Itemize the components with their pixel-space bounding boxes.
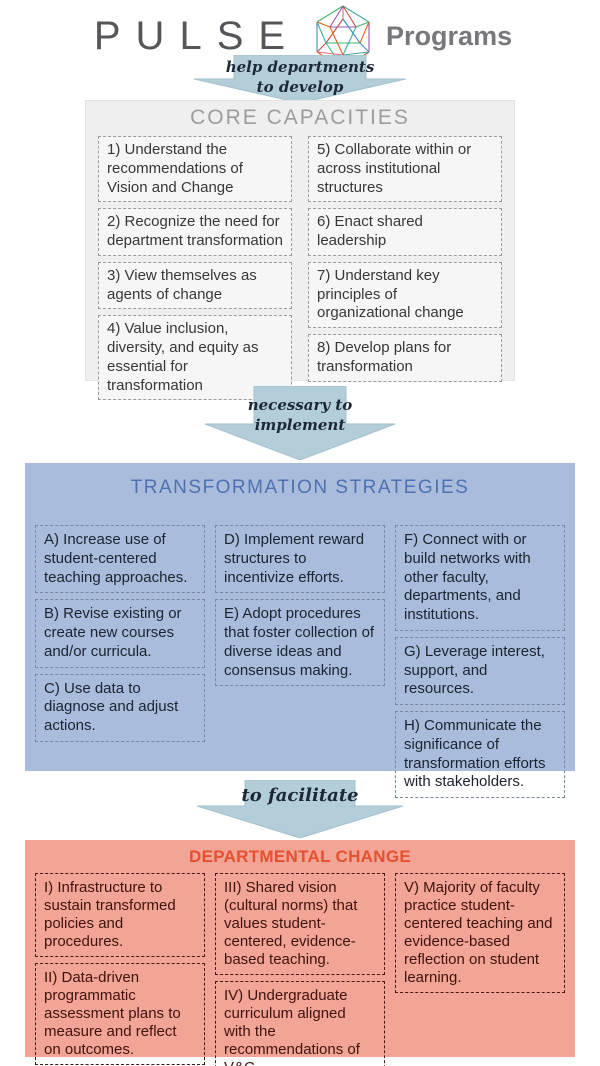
arrow-help-departments: help departments to develop — [194, 55, 406, 103]
down-block-arrow-icon — [205, 386, 395, 460]
strategy-item-e: E) Adopt procedures that foster collecti… — [215, 599, 385, 687]
change-item-ii: II) Data-driven programmatic assessment … — [35, 963, 205, 1065]
change-column-2: III) Shared vision (cultural norms) that… — [215, 873, 385, 1066]
transformation-strategies-title: TRANSFORMATION STRATEGIES — [130, 477, 470, 498]
strategy-item-a: A) Increase use of student-centered teac… — [35, 525, 205, 594]
change-columns: I) Infrastructure to sustain transformed… — [25, 867, 575, 1066]
strategies-column-3: F) Connect with or build networks with o… — [395, 525, 565, 798]
arrow-to-facilitate: to facilitate — [197, 780, 403, 838]
core-item-6: 6) Enact shared leadership — [308, 208, 502, 256]
strategy-item-g: G) Leverage interest, support, and resou… — [395, 636, 565, 705]
transformation-strategies-section: TRANSFORMATION STRATEGIES A) Increase us… — [25, 463, 575, 798]
core-item-7: 7) Understand key principles of organiza… — [308, 261, 502, 328]
arrow-label: necessary to implement — [247, 396, 353, 435]
change-item-v: V) Majority of faculty practice student-… — [395, 873, 565, 993]
strategy-item-c: C) Use data to diagnose and adjust actio… — [35, 673, 205, 742]
core-column-right: 5) Collaborate within or across institut… — [308, 136, 502, 400]
core-item-2: 2) Recognize the need for department tra… — [98, 208, 292, 256]
change-item-i: I) Infrastructure to sustain transformed… — [35, 873, 205, 957]
down-block-arrow-icon — [197, 780, 403, 838]
departmental-change-section: DEPARTMENTAL CHANGE I) Infrastructure to… — [25, 840, 575, 1066]
core-capacities-section: CORE CAPACITIES 1) Understand the recomm… — [85, 100, 515, 401]
core-item-3: 3) View themselves as agents of change — [98, 261, 292, 310]
arrow-label: help departments to develop — [225, 58, 375, 97]
change-item-iii: III) Shared vision (cultural norms) that… — [215, 873, 385, 975]
strategies-column-2: D) Implement reward structures to incent… — [215, 525, 385, 798]
core-column-left: 1) Understand the recommendations of Vis… — [98, 136, 292, 401]
departmental-change-title: DEPARTMENTAL CHANGE — [189, 847, 411, 866]
strategy-item-h: H) Communicate the significance of trans… — [395, 711, 565, 798]
strategy-item-d: D) Implement reward structures to incent… — [215, 525, 385, 594]
core-item-1: 1) Understand the recommendations of Vis… — [98, 136, 292, 203]
change-item-iv: IV) Undergraduate curriculum aligned wit… — [215, 981, 385, 1066]
change-column-1: I) Infrastructure to sustain transformed… — [35, 873, 205, 1066]
arrow-necessary-to-implement: necessary to implement — [205, 386, 395, 460]
programs-wordmark: Programs — [386, 20, 513, 51]
strategy-item-b: B) Revise existing or create new courses… — [35, 599, 205, 668]
core-item-8: 8) Develop plans for transformation — [308, 334, 502, 382]
strategies-column-1: A) Increase use of student-centered teac… — [35, 525, 205, 798]
strategy-item-f: F) Connect with or build networks with o… — [395, 525, 565, 631]
core-capacities-title: CORE CAPACITIES — [190, 106, 410, 129]
arrow-label: to facilitate — [241, 785, 359, 806]
down-block-arrow-icon — [194, 55, 406, 103]
change-column-3: V) Majority of faculty practice student-… — [395, 873, 565, 1066]
strategies-columns: A) Increase use of student-centered teac… — [25, 499, 575, 798]
core-item-5: 5) Collaborate within or across institut… — [308, 136, 502, 203]
pulse-wordmark: PULSE — [93, 13, 301, 58]
core-capacities-columns: 1) Understand the recommendations of Vis… — [86, 130, 514, 401]
